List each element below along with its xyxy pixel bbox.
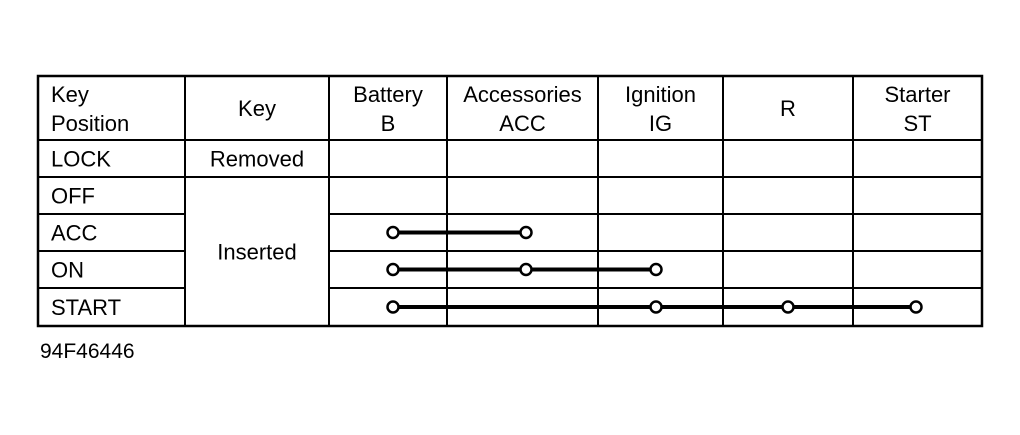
header-label: Ignition	[625, 82, 696, 107]
terminal-node	[386, 262, 400, 277]
terminal-node	[649, 262, 663, 277]
terminal-node	[781, 300, 795, 314]
key-state-label: Removed	[210, 147, 304, 172]
header-label: Accessories	[463, 82, 582, 107]
header-label: Starter	[884, 82, 950, 107]
figure-id-label: 94F46446	[40, 340, 135, 363]
key-state-inserted: Inserted	[217, 240, 297, 265]
header-label: Battery	[353, 82, 423, 107]
key-position-label: LOCK	[51, 147, 111, 172]
header-sublabel: IG	[649, 111, 672, 136]
header-label: Key	[238, 96, 276, 121]
terminal-node	[649, 300, 663, 314]
terminal-node	[519, 225, 533, 240]
header-sublabel: B	[381, 111, 396, 136]
key-position-label: ON	[51, 258, 84, 283]
table-grid	[36, 74, 984, 328]
continuity-connections	[386, 225, 923, 314]
key-position-label: ACC	[51, 221, 98, 246]
terminal-node	[909, 300, 923, 314]
table-frame	[36, 74, 984, 328]
header-label: Key	[51, 82, 89, 107]
header-sublabel: Position	[51, 111, 129, 136]
key-position-label: START	[51, 295, 121, 320]
header-sublabel: ACC	[499, 111, 546, 136]
terminal-node	[386, 225, 400, 240]
terminal-node	[386, 300, 400, 314]
terminal-node	[519, 262, 533, 277]
key-position-label: OFF	[51, 184, 95, 209]
header-label: R	[780, 96, 796, 121]
header-sublabel: ST	[903, 111, 931, 136]
